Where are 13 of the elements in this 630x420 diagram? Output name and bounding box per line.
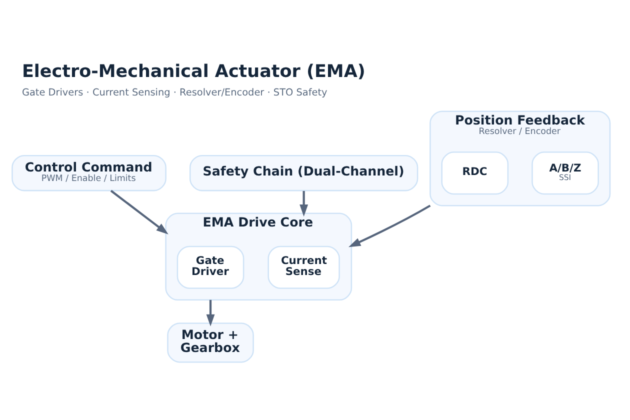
node-box: Control Command PWM / Enable / Limits [12, 154, 166, 192]
arrow [110, 190, 168, 234]
diagram-title: Electro-Mechanical Actuator (EMA) [22, 62, 366, 82]
node-box: Motor + Gearbox [167, 322, 254, 363]
node-box: Safety Chain (Dual-Channel) [189, 154, 418, 192]
arrow [300, 190, 308, 217]
caption: Gate Drivers · Current Sensing · Resolver/Encoder · STO Safety [22, 87, 328, 98]
node-box: RDC [441, 152, 509, 195]
arrow [348, 204, 431, 248]
node-box: Current Sense [268, 246, 340, 289]
node-box: Gate Driver [176, 246, 244, 289]
node-box: A/B/Z SSI [532, 152, 599, 195]
arrow [206, 300, 215, 326]
